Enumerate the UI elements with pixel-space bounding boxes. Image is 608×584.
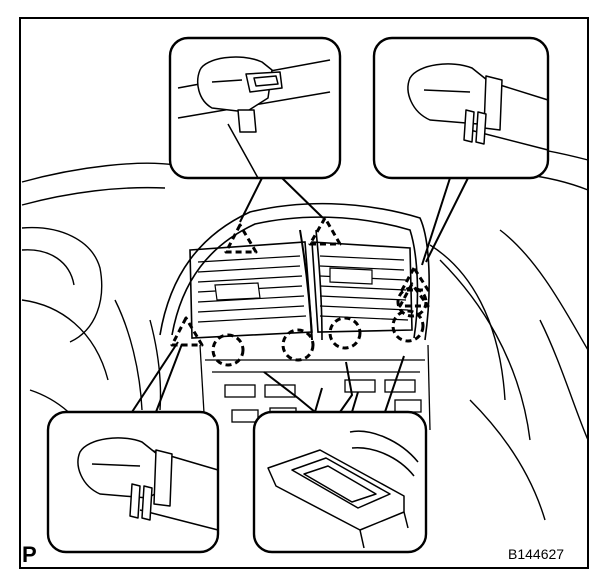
vent-louvers	[197, 255, 409, 323]
lower-console	[199, 344, 431, 431]
bottom-left-clip-callout	[46, 410, 220, 554]
top-right-clip-callout	[372, 36, 550, 180]
clip-location-triangles	[170, 216, 430, 347]
corner-label: P	[22, 542, 37, 567]
triangle-marker-5	[398, 282, 430, 308]
triangle-marker-3	[170, 316, 204, 347]
circle-marker-2	[281, 328, 315, 362]
circle-marker-3	[328, 316, 362, 350]
triangle-marker-1	[224, 223, 258, 254]
circle-marker-4	[391, 309, 425, 343]
figure-code: B144627	[508, 546, 565, 562]
circle-marker-1	[211, 333, 245, 367]
top-center-clip-callout	[168, 36, 342, 180]
bottom-center-clip-callout	[252, 410, 428, 554]
callout-pointers	[131, 177, 469, 413]
circle-marker-5	[396, 286, 428, 318]
triangle-marker-2	[308, 216, 342, 246]
triangle-marker-4	[400, 266, 430, 292]
dashboard-outline	[21, 143, 589, 521]
clip-location-circles	[211, 286, 428, 367]
